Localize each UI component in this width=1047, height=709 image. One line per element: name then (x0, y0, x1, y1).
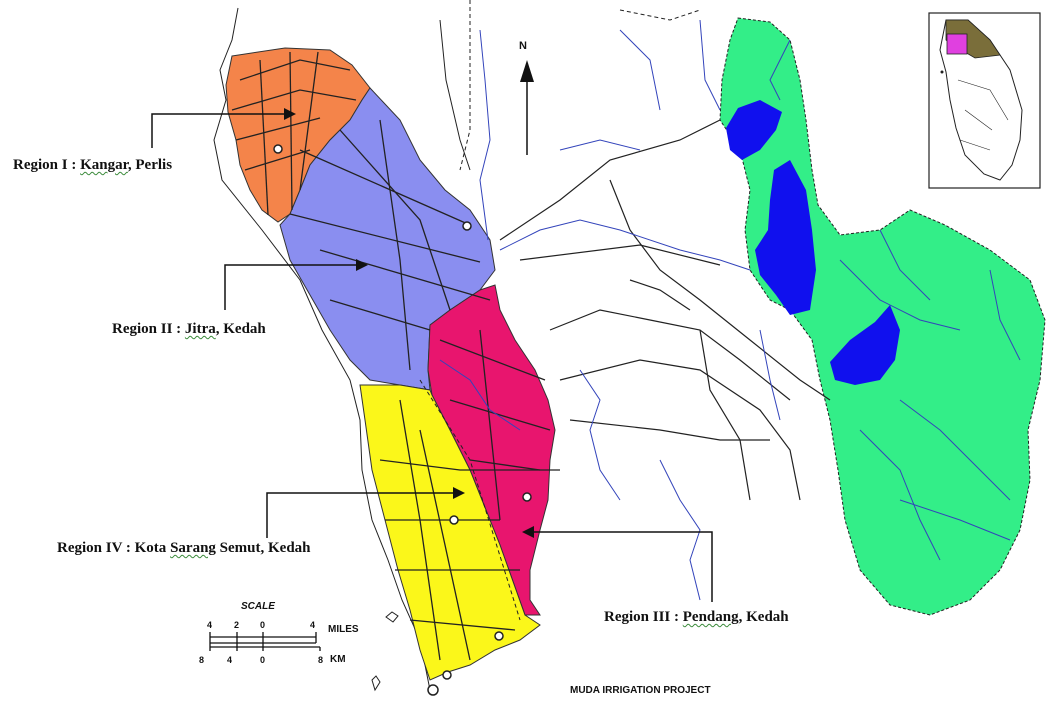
north-label: N (519, 40, 527, 52)
arrowhead-region-iv (453, 487, 465, 499)
islands (371, 611, 399, 692)
scale-title: SCALE (241, 601, 275, 612)
irrigation-lines (231, 51, 560, 661)
region-polygons (225, 47, 556, 681)
catchment-area (719, 17, 1046, 616)
arrowhead-region-i (284, 108, 296, 120)
scale-km-label: KM (330, 654, 346, 665)
leader-lines (151, 113, 713, 602)
arrowhead-region-iii (522, 526, 534, 538)
arrowhead-region-ii (356, 259, 368, 271)
region-iv-label: Region IV : Kota Sarang Semut, Kedah (57, 540, 311, 556)
scale-bar (209, 632, 321, 651)
leader-arrowheads (284, 108, 534, 538)
project-title: MUDA IRRIGATION PROJECT (570, 685, 711, 696)
scale-mile-tick: 2 (234, 620, 240, 630)
region-iii-label: Region III : Pendang, Kedah (604, 609, 789, 625)
scale-miles-label: MILES (328, 624, 359, 635)
inset-locator-map (928, 12, 1041, 189)
scale-km-tick: 8 (199, 655, 205, 665)
region-iv-polygon[interactable] (359, 384, 541, 681)
town-markers (273, 144, 532, 696)
coastline (213, 7, 471, 691)
scale-mile-tick: 0 (260, 620, 266, 630)
rivers (439, 19, 1021, 601)
region-i-label: Region I : Kangar, Perlis (13, 157, 173, 173)
scale-km-tick: 0 (260, 655, 266, 665)
north-arrow (520, 60, 534, 155)
dashed-roads (419, 0, 701, 621)
road-network (499, 119, 831, 501)
region-ii-label: Region II : Jitra, Kedah (112, 321, 266, 337)
scale-km-tick: 8 (318, 655, 324, 665)
scale-km-tick: 4 (227, 655, 233, 665)
scale-mile-tick: 4 (207, 620, 213, 630)
scale-mile-tick: 4 (310, 620, 316, 630)
